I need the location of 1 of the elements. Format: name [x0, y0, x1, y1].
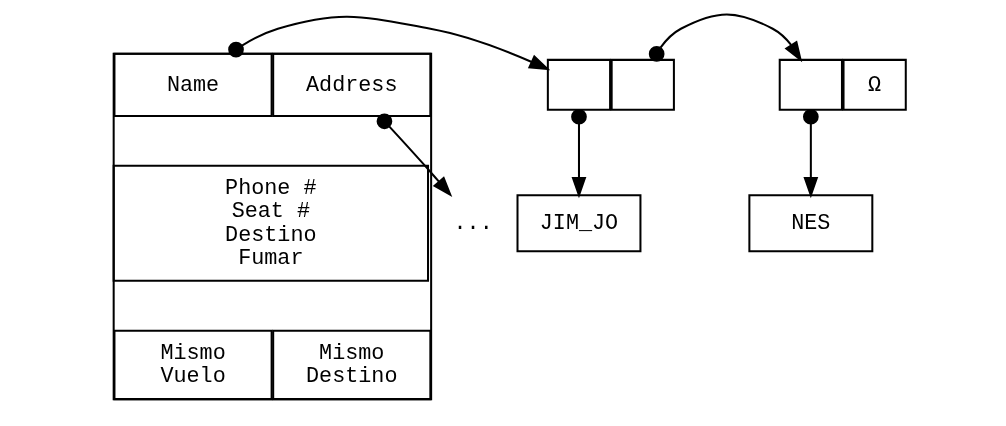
node-text: ...	[453, 211, 493, 237]
